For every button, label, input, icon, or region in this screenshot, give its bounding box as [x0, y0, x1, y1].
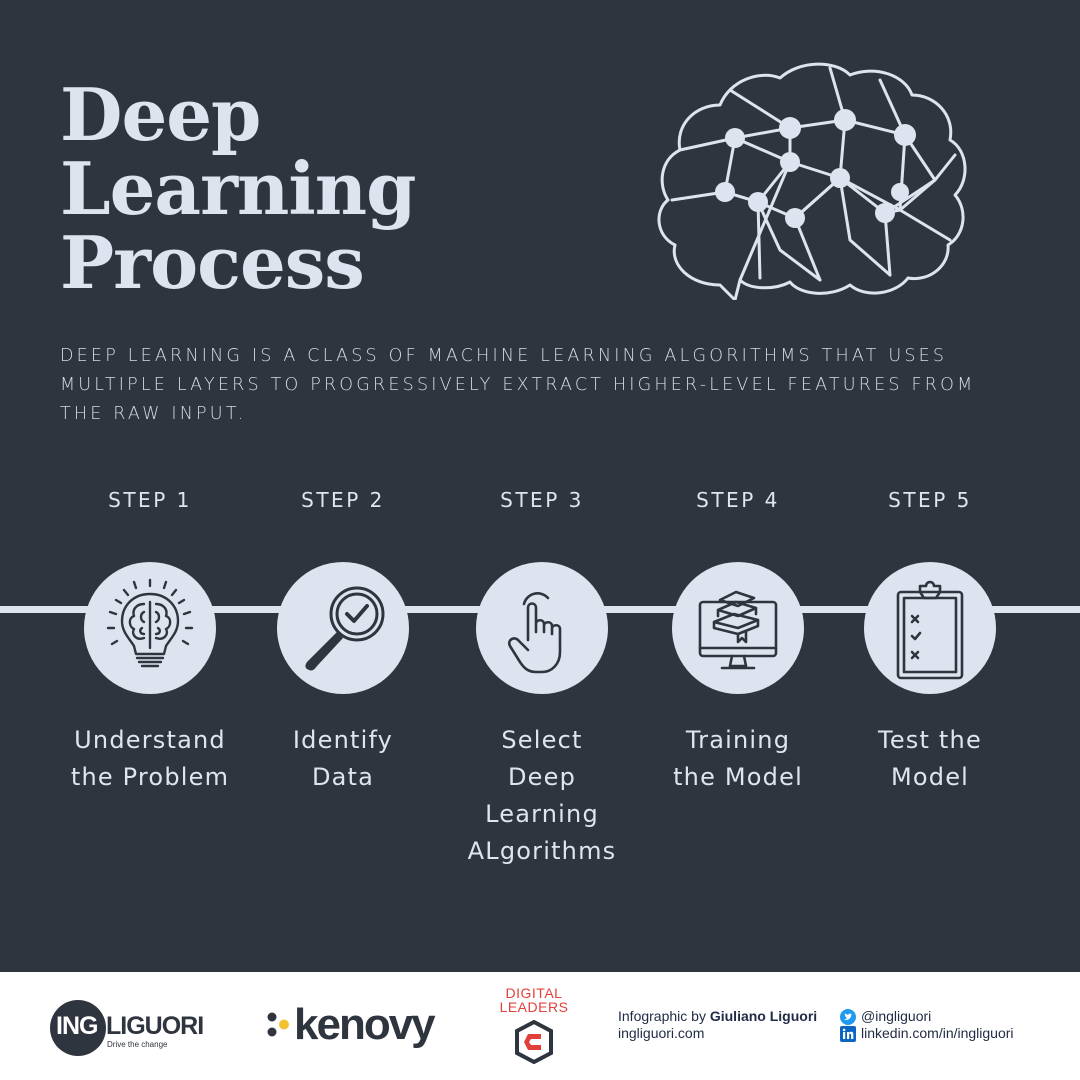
kenovy-logo: kenovy [266, 1000, 436, 1052]
hand-pointer-icon [508, 592, 562, 674]
step-text-line: Data [311, 763, 375, 791]
linkedin-handle: linkedin.com/in/ingliguori [861, 1025, 1014, 1041]
step-label: STEP 5 [888, 488, 972, 512]
magnifier-check-icon [305, 586, 385, 671]
twitter-link[interactable]: @ingliguori [840, 1008, 1014, 1025]
step-circle [476, 562, 608, 694]
step-text: Training the Model [648, 722, 828, 796]
step-text-line: Training [685, 726, 791, 754]
step-4: STEP 4 Training the Model [648, 480, 828, 796]
step-text-line: ALgorithms [467, 837, 617, 865]
title-line-1: Deep Learning [60, 72, 416, 231]
step-1: STEP 1 Understand the Problem [60, 480, 240, 796]
step-5: STEP 5 Test the Model [840, 480, 1020, 796]
ingliguori-logo-circle [50, 1000, 106, 1056]
kenovy-dots-icon [267, 1012, 289, 1037]
credit-name: Giuliano Liguori [709, 1008, 818, 1024]
step-label: STEP 1 [108, 488, 192, 512]
title-line-2: Process [60, 220, 365, 305]
linkedin-link[interactable]: linkedin.com/in/ingliguori [840, 1025, 1014, 1042]
credit-prefix: Infographic by [618, 1008, 710, 1024]
step-circle [277, 562, 409, 694]
clipboard-checklist-icon [896, 580, 964, 680]
twitter-handle: @ingliguori [861, 1008, 932, 1024]
ingliguori-logo: ING LIGUORI Drive the change [50, 1000, 210, 1058]
step-circle [84, 562, 216, 694]
step-2: STEP 2 Identify Data [253, 480, 433, 796]
step-text-line: Understand [74, 726, 226, 754]
ingliguori-logo-ing: ING [56, 1012, 98, 1040]
twitter-icon [840, 1008, 856, 1025]
digital-leaders-logo: DIGITAL LEADERS [496, 986, 572, 1076]
lightbulb-brain-icon [106, 578, 194, 668]
step-text: Understand the Problem [60, 722, 240, 796]
ingliguori-tagline: Drive the change [107, 1040, 168, 1049]
intro-text: DEEP LEARNING IS A CLASS OF MACHINE LEAR… [60, 346, 976, 424]
digital-leaders-line1: DIGITAL [505, 985, 563, 1001]
social-links: @ingliguori linkedin.com/in/ingliguori [840, 1008, 1014, 1042]
step-label: STEP 4 [696, 488, 780, 512]
page-title: Deep Learning Process [60, 78, 620, 300]
step-circle [864, 562, 996, 694]
step-text-line: the Model [673, 763, 803, 791]
step-text: Test the Model [840, 722, 1020, 796]
step-text-line: Deep [507, 763, 577, 791]
monitor-books-icon [698, 590, 778, 670]
step-text-line: Model [890, 763, 970, 791]
linkedin-icon [840, 1025, 856, 1042]
credits: Infographic by Giuliano Liguori ingliguo… [618, 1008, 817, 1042]
step-label: STEP 3 [500, 488, 584, 512]
brain-network-icon [657, 62, 967, 300]
digital-leaders-hexagon-icon [515, 1020, 553, 1064]
step-label: STEP 2 [301, 488, 385, 512]
step-text-line: Identify [292, 726, 394, 754]
step-3: STEP 3 Select Deep Learning ALgorithms [452, 480, 632, 870]
step-text-line: Learning [485, 800, 599, 828]
step-text: Identify Data [253, 722, 433, 796]
credits-author-line: Infographic by Giuliano Liguori [618, 1008, 817, 1025]
footer: ING LIGUORI Drive the change kenovy DIGI… [0, 972, 1080, 1080]
step-circle [672, 562, 804, 694]
digital-leaders-line2: LEADERS [499, 999, 569, 1015]
step-text-line: Select [501, 726, 583, 754]
kenovy-wordmark: kenovy [294, 1000, 436, 1049]
step-text: Select Deep Learning ALgorithms [452, 722, 632, 870]
ingliguori-logo-liguori: LIGUORI [106, 1012, 204, 1040]
step-text-line: Test the [878, 726, 982, 754]
website-link[interactable]: ingliguori.com [618, 1025, 705, 1041]
step-text-line: the Problem [70, 763, 230, 791]
